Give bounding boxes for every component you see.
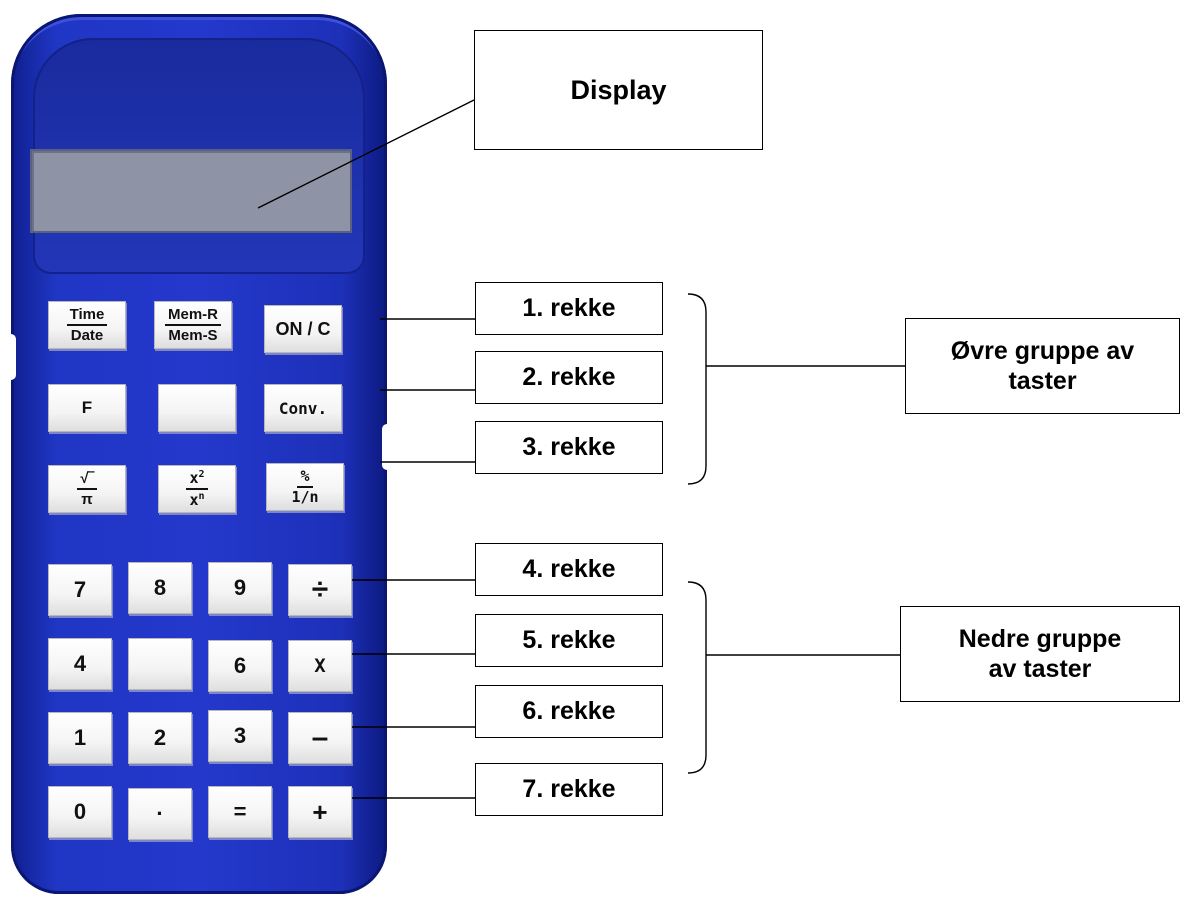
row-4-label-box: 4. rekke xyxy=(475,543,663,596)
row-3-label-box: 3. rekke xyxy=(475,421,663,474)
key-label: F xyxy=(81,398,93,417)
x-squared-x-n-key[interactable]: x2 xn xyxy=(158,465,236,513)
key-top-superscript: 2 xyxy=(198,469,205,480)
key-top-label: x xyxy=(189,469,199,487)
key-bottom-label: Mem-S xyxy=(168,327,218,344)
key-2[interactable]: 2 xyxy=(128,712,192,764)
f-key[interactable]: F xyxy=(48,384,126,432)
equals-key[interactable]: = xyxy=(208,786,272,838)
key-label: 3 xyxy=(233,723,247,748)
key-bottom-label: x xyxy=(189,491,199,509)
key-top-label: √‾ xyxy=(77,471,97,490)
key-label: 9 xyxy=(233,575,247,600)
key-label: X xyxy=(314,655,326,677)
on-c-key[interactable]: ON / C xyxy=(264,305,342,353)
key-label: · xyxy=(156,801,164,826)
display-screen xyxy=(30,149,352,233)
row-5-label-box: 5. rekke xyxy=(475,614,663,667)
key-7[interactable]: 7 xyxy=(48,564,112,616)
key-label: 7 xyxy=(73,577,87,602)
key-label: ON / C xyxy=(275,318,331,339)
key-top-label: Mem-R xyxy=(164,307,221,326)
key-top-label: Time xyxy=(66,307,108,326)
upper-group-bracket xyxy=(687,293,707,485)
key-label: 6 xyxy=(233,653,247,678)
key-8[interactable]: 8 xyxy=(128,562,192,614)
side-notch xyxy=(382,424,392,470)
plus-key[interactable]: + xyxy=(288,786,352,838)
upper-group-label-line1: Øvre gruppe av xyxy=(950,337,1135,365)
side-notch xyxy=(6,334,16,380)
display-label-box: Display xyxy=(474,30,763,150)
key-label: – xyxy=(311,721,329,754)
key-6[interactable]: 6 xyxy=(208,640,272,692)
lower-group-label-line1: Nedre gruppe xyxy=(958,625,1122,653)
key-bottom-label: Date xyxy=(70,327,104,344)
conv-key[interactable]: Conv. xyxy=(264,384,342,432)
upper-group-label-box: Øvre gruppe av taster xyxy=(905,318,1180,414)
key-top-label: % xyxy=(297,469,313,488)
lower-group-bracket xyxy=(687,581,707,774)
key-label: 0 xyxy=(73,799,87,824)
key-5-blank[interactable] xyxy=(128,638,192,690)
row-label: 5. rekke xyxy=(522,626,616,654)
key-label: 2 xyxy=(153,725,167,750)
key-0[interactable]: 0 xyxy=(48,786,112,838)
minus-key[interactable]: – xyxy=(288,712,352,764)
blank-key[interactable] xyxy=(158,384,236,432)
row-label: 6. rekke xyxy=(522,697,616,725)
display-label: Display xyxy=(570,74,667,105)
key-9[interactable]: 9 xyxy=(208,562,272,614)
key-label: 1 xyxy=(73,725,87,750)
row-label: 7. rekke xyxy=(522,775,616,803)
divide-key[interactable]: ÷ xyxy=(288,564,352,616)
percent-reciprocal-key[interactable]: %1/n xyxy=(266,463,344,511)
lower-group-label-line2: av taster xyxy=(988,655,1092,683)
row-7-label-box: 7. rekke xyxy=(475,763,663,816)
row-6-label-box: 6. rekke xyxy=(475,685,663,738)
key-label: + xyxy=(312,796,328,827)
upper-group-label-line2: taster xyxy=(1008,367,1077,395)
sqrt-pi-key[interactable]: √‾π xyxy=(48,465,126,513)
key-label: Conv. xyxy=(278,398,328,418)
row-label: 3. rekke xyxy=(522,433,616,461)
row-label: 4. rekke xyxy=(522,555,616,583)
key-4[interactable]: 4 xyxy=(48,638,112,690)
row-1-label-box: 1. rekke xyxy=(475,282,663,335)
key-bottom-label: 1/n xyxy=(291,488,319,506)
row-label: 1. rekke xyxy=(522,294,616,322)
row-label: 2. rekke xyxy=(522,363,616,391)
key-label: 8 xyxy=(153,575,167,600)
multiply-key[interactable]: X xyxy=(288,640,352,692)
key-label: ÷ xyxy=(311,573,329,606)
key-1[interactable]: 1 xyxy=(48,712,112,764)
row-2-label-box: 2. rekke xyxy=(475,351,663,404)
key-label: = xyxy=(233,799,247,824)
key-bottom-superscript: n xyxy=(198,491,205,502)
decimal-point-key[interactable]: · xyxy=(128,788,192,840)
key-3[interactable]: 3 xyxy=(208,710,272,762)
key-bottom-label: π xyxy=(81,491,93,508)
key-label: 4 xyxy=(73,651,87,676)
lower-group-label-box: Nedre gruppe av taster xyxy=(900,606,1180,702)
